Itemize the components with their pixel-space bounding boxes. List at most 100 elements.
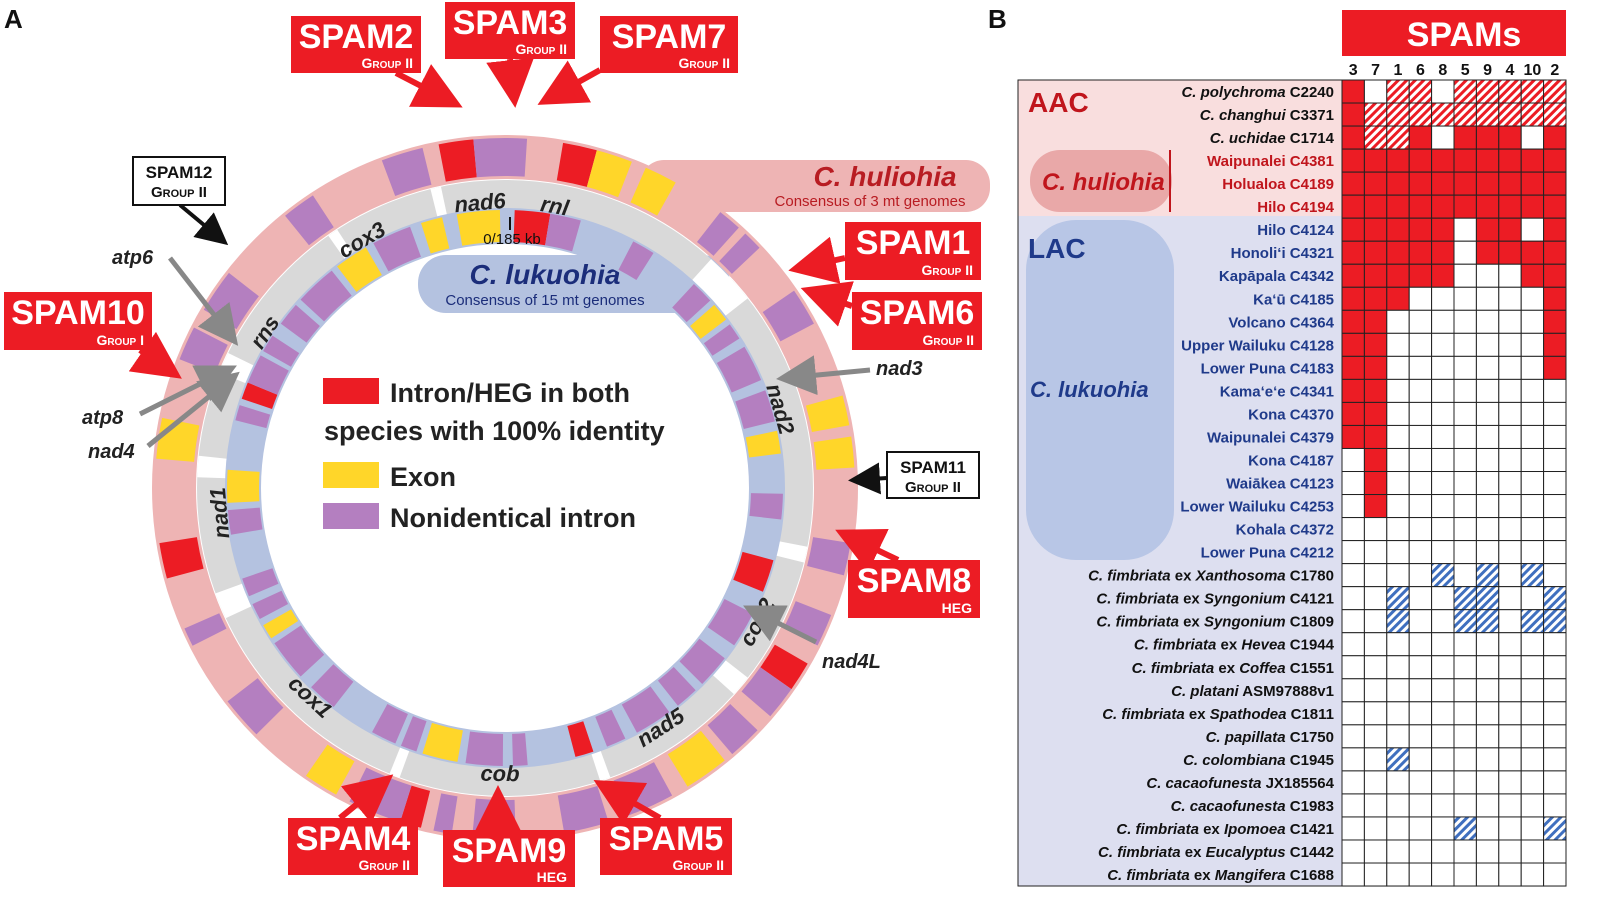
inner-feature-6	[716, 346, 762, 393]
table-cell	[1431, 102, 1455, 127]
inner-feature-30	[241, 382, 278, 410]
lukuohia-ring-features	[227, 210, 783, 766]
table-cell	[1520, 862, 1545, 887]
spam1-arrow	[788, 236, 846, 284]
outer-feature-27	[285, 195, 334, 246]
spam1-type: Group II	[922, 262, 973, 278]
table-cell	[1386, 494, 1410, 519]
panel-a-circular-map: A C. huliohia Consensus of 3 mt genomes …	[4, 2, 990, 887]
table-cell	[1431, 355, 1455, 380]
table-cell	[1363, 655, 1388, 680]
table-cell	[1453, 770, 1477, 795]
table-cell	[1341, 701, 1365, 726]
table-cell	[1453, 701, 1477, 726]
table-cell	[1431, 447, 1455, 473]
table-cell	[1498, 148, 1522, 173]
table-cell	[1543, 355, 1567, 380]
table-cell	[1543, 632, 1567, 657]
table-cell	[1386, 332, 1410, 357]
gene-label-cob: cob	[480, 761, 520, 787]
table-cell	[1341, 793, 1365, 818]
table-cell	[1363, 609, 1388, 634]
table-cell	[1543, 102, 1567, 127]
spams-header-label: SPAMs	[1407, 16, 1522, 54]
gene-gap-0	[681, 259, 748, 326]
inner-feature-38	[456, 210, 501, 246]
table-cell	[1453, 563, 1477, 588]
table-cell	[1341, 102, 1365, 127]
table-cell	[1475, 355, 1500, 380]
table-cell	[1475, 424, 1500, 449]
spam3-arrow	[486, 57, 534, 108]
table-cell	[1498, 424, 1522, 449]
table-cell	[1341, 678, 1365, 703]
table-cell	[1341, 240, 1365, 265]
table-cell	[1453, 632, 1477, 657]
table-cell	[1453, 724, 1477, 749]
table-cell	[1408, 424, 1433, 449]
table-cell	[1498, 586, 1522, 611]
callout-atp6: atp6	[112, 247, 154, 269]
table-cell	[1386, 401, 1410, 426]
table-cell	[1520, 447, 1545, 473]
table-cell	[1475, 378, 1500, 403]
inner-feature-8	[745, 430, 781, 458]
table-cell	[1408, 655, 1433, 680]
table-cell	[1408, 816, 1433, 841]
row-label: Lower Puna C4183	[1201, 360, 1334, 377]
row-label: Ka‘ū C4185	[1253, 291, 1334, 308]
table-cell	[1408, 563, 1433, 588]
table-cell	[1363, 309, 1388, 334]
outer-feature-12	[707, 703, 758, 755]
group-huliohia: C. huliohia	[1042, 169, 1165, 196]
inner-feature-0	[513, 210, 551, 246]
table-cell	[1498, 309, 1522, 334]
row-label: C. fimbriata ex Spathodea C1811	[1102, 706, 1334, 723]
outer-feature-10	[760, 644, 808, 690]
row-label: C. platani ASM97888v1	[1171, 683, 1334, 700]
table-cell	[1453, 355, 1477, 380]
legend-swatch-intron-heg	[323, 378, 379, 404]
table-cell	[1386, 678, 1410, 703]
table-cell	[1408, 839, 1433, 864]
table-cell	[1431, 148, 1455, 173]
table-cell	[1520, 701, 1545, 726]
table-cell	[1543, 540, 1567, 565]
table-cell	[1543, 471, 1567, 496]
table-cell	[1475, 563, 1500, 588]
spam8-box	[848, 560, 980, 618]
spam6-name: SPAM6	[860, 294, 975, 332]
table-cell	[1475, 747, 1500, 772]
table-cell	[1543, 655, 1567, 680]
table-cell	[1363, 194, 1388, 219]
table-cell	[1520, 747, 1545, 772]
table-cell	[1520, 194, 1545, 219]
table-cell	[1520, 79, 1545, 104]
row-label: Lower Puna C4212	[1201, 545, 1334, 562]
table-cell	[1498, 79, 1522, 104]
table-cell	[1543, 724, 1567, 749]
callout-nad4l: nad4L	[822, 651, 881, 673]
table-cell	[1408, 609, 1433, 634]
table-cell	[1386, 655, 1410, 680]
callout-nad4: nad4	[88, 441, 135, 463]
row-label: C. fimbriata ex Ipomoea C1421	[1116, 821, 1334, 838]
lukuohia-consensus: Consensus of 15 mt genomes	[445, 292, 644, 309]
table-cell	[1341, 862, 1365, 887]
row-label: Lower Wailuku C4253	[1180, 499, 1334, 516]
inner-feature-25	[252, 590, 289, 620]
table-cell	[1431, 401, 1455, 426]
table-cell	[1341, 447, 1365, 473]
table-cell	[1475, 793, 1500, 818]
column-header-spam10: 10	[1524, 62, 1542, 79]
row-label: Kama‘e‘e C4341	[1220, 383, 1334, 400]
table-cell	[1386, 378, 1410, 403]
spam11-box	[886, 451, 980, 499]
table-cell	[1386, 632, 1410, 657]
